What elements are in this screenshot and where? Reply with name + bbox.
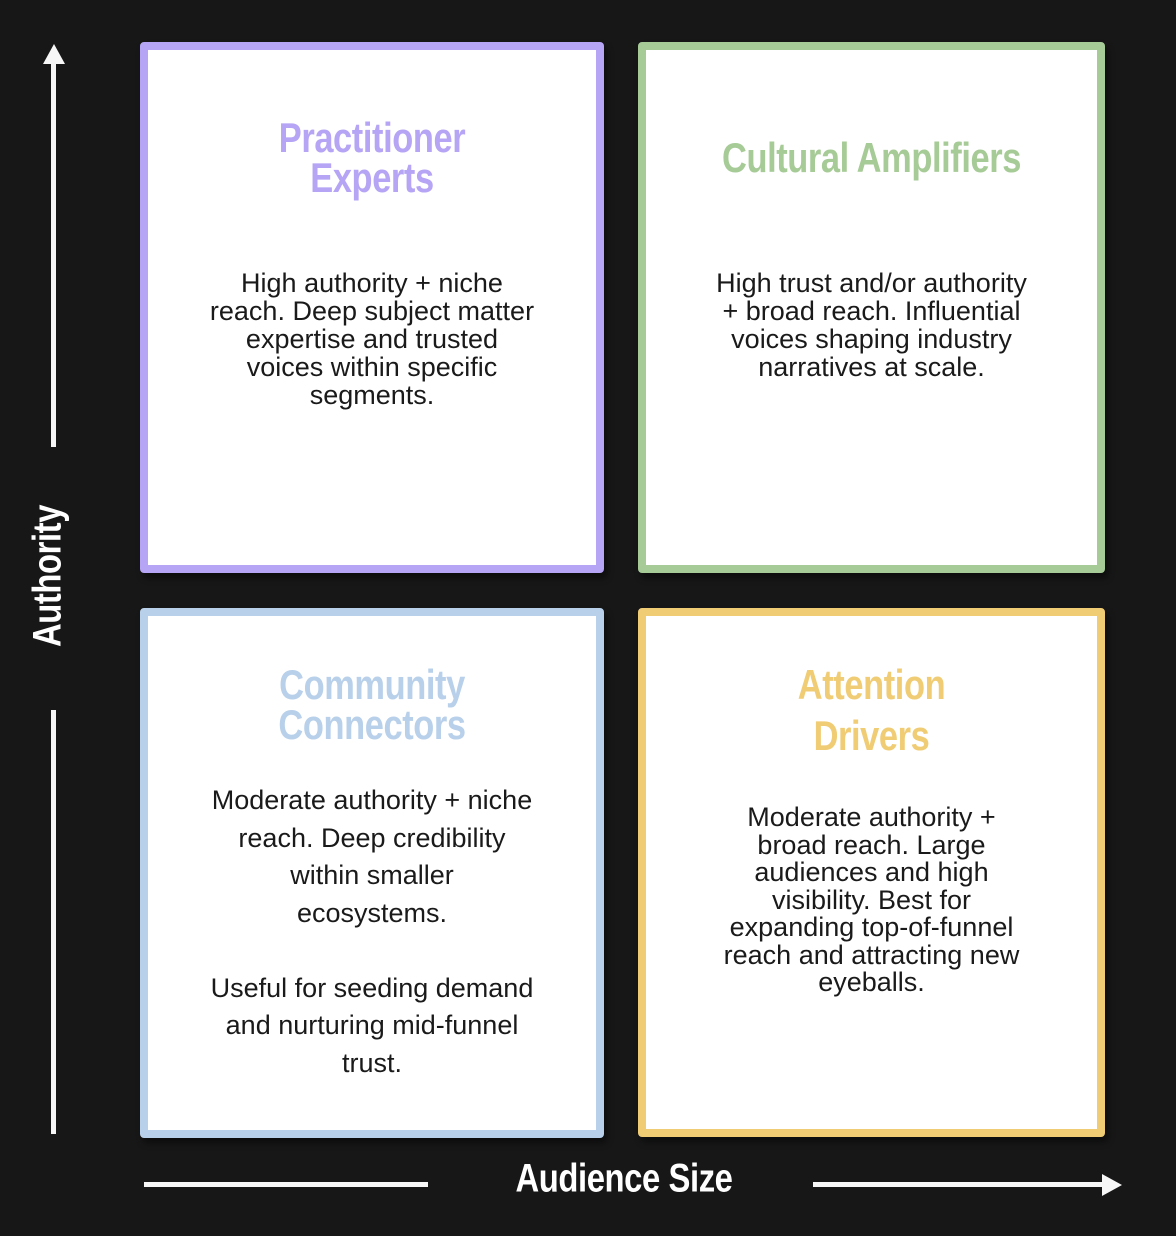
y-axis-label: Authority	[25, 504, 70, 648]
quadrant-community-connectors: Community Connectors Moderate authority …	[140, 608, 604, 1138]
quadrant-cultural-amplifiers: Cultural Amplifiers High trust and/or au…	[638, 42, 1105, 573]
quadrant-body-practitioner-experts: High authority + niche reach. Deep subje…	[209, 268, 535, 410]
quadrant-practitioner-experts: Practitioner Experts High authority + ni…	[140, 42, 604, 573]
y-axis-line-lower	[51, 710, 56, 1134]
quadrant-body-cultural-amplifiers: High trust and/or authority + broad reac…	[716, 268, 1027, 382]
quadrant-title-community-connectors: Community Connectors	[278, 661, 466, 748]
quadrant-body-attention-drivers: Moderate authority + broad reach. Large …	[723, 802, 1020, 997]
quadrant-title-attention-drivers: Attention Drivers	[797, 661, 946, 759]
x-axis-line-right	[813, 1182, 1103, 1187]
y-axis-line-upper	[51, 62, 56, 447]
x-axis-line-left	[144, 1182, 428, 1187]
quadrant-body-community-connectors: Moderate authority + niche reach. Deep c…	[210, 785, 534, 1078]
quadrant-title-practitioner-experts: Practitioner Experts	[278, 114, 466, 201]
quadrant-title-cultural-amplifiers: Cultural Amplifiers	[721, 134, 1022, 181]
y-axis-arrow-up-icon	[43, 44, 65, 64]
quadrant-attention-drivers: Attention Drivers Moderate authority + b…	[638, 608, 1105, 1137]
x-axis-label: Audience Size	[515, 1156, 733, 1201]
x-axis-arrow-right-icon	[1102, 1174, 1122, 1196]
